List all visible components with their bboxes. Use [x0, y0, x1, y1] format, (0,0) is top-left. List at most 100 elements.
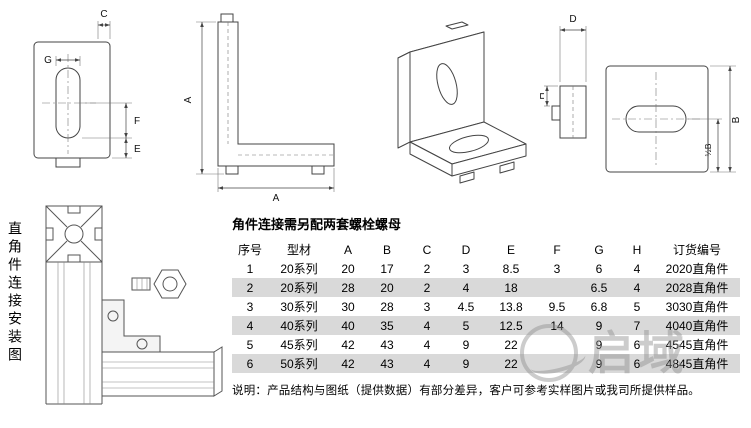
column-header: G [594, 242, 604, 257]
dim-label-h: H [540, 92, 547, 99]
table-cell: 9.5 [548, 299, 566, 314]
installation-caption: 直角件连接安装图 [7, 221, 23, 365]
dim-label-b: B [731, 116, 742, 123]
column-header: C [422, 242, 432, 257]
table-cell: 3 [553, 261, 561, 276]
table-cell: 5 [462, 318, 470, 333]
column-header: 型材 [286, 243, 311, 257]
table-cell: 17 [380, 261, 394, 276]
table-cell: 9 [462, 337, 470, 352]
column-header: H [632, 242, 642, 257]
table-cell: 2 [423, 280, 431, 295]
table-cell: 20系列 [280, 281, 318, 295]
table-cell: 45系列 [280, 338, 318, 352]
column-header: E [506, 242, 515, 257]
dim-label-half-b: ½B [703, 143, 713, 156]
table-cell [536, 354, 578, 373]
side-view-drawing: A A [183, 13, 335, 204]
table-cell: 2020直角件 [665, 262, 729, 276]
front-view-drawing: C G F E [33, 9, 141, 168]
table-cell: 5 [633, 299, 641, 314]
table-cell: 14 [550, 318, 564, 333]
spec-title: 角件连接需另配两套螺栓螺母 [232, 217, 402, 232]
table-cell: 9 [595, 337, 603, 352]
table-cell: 9 [595, 356, 603, 371]
table-cell [536, 278, 578, 297]
table-cell: 3030直角件 [665, 300, 729, 314]
table-cell: 7 [633, 318, 641, 333]
table-cell: 4545直角件 [665, 338, 729, 352]
table-cell: 42 [341, 356, 355, 371]
table-cell: 50系列 [280, 357, 318, 371]
spec-note: 说明：产品结构与图纸（提供数据）有部分差异，客户可参考实样图片或我司所提供样品。 [232, 385, 700, 397]
table-cell: 12.5 [499, 318, 523, 333]
table-cell: 4 [462, 280, 470, 295]
table-cell: 4845直角件 [665, 357, 729, 371]
table-cell: 4 [423, 356, 431, 371]
dim-label-e: E [134, 144, 141, 155]
table-cell [536, 335, 578, 354]
table-cell: 2 [246, 280, 254, 295]
table-cell: 4 [246, 318, 254, 333]
end-view-drawing: D H B ½B [540, 14, 742, 173]
table-row: 3 30系列 30 28 3 4.5 13.8 9.5 6.8 5 3030直角件 [232, 297, 740, 316]
dim-label-d: D [569, 14, 576, 25]
table-cell: 9 [462, 356, 470, 371]
table-cell: 13.8 [499, 299, 523, 314]
table-cell: 6 [595, 261, 603, 276]
column-header: B [382, 242, 391, 257]
table-cell: 18 [504, 280, 518, 295]
table-cell: 4040直角件 [665, 319, 729, 333]
table-cell: 43 [380, 337, 394, 352]
dim-label-a-bottom: A [273, 193, 280, 204]
table-cell: 20 [380, 280, 394, 295]
column-header: 订货编号 [672, 243, 721, 257]
table-cell: 6 [633, 356, 641, 371]
column-header: 序号 [237, 243, 262, 257]
table-cell: 3 [423, 299, 431, 314]
table-cell: 42 [341, 337, 355, 352]
table-row: 4 40系列 40 35 4 5 12.5 14 9 7 4040直角件 [232, 316, 740, 335]
table-row: 6 50系列 42 43 4 9 22 9 6 4845直角件 [232, 354, 740, 373]
table-cell: 3 [246, 299, 254, 314]
table-cell: 6.5 [590, 280, 608, 295]
table-cell: 35 [380, 318, 394, 333]
dim-label-a-left: A [183, 96, 194, 103]
installation-drawing [45, 205, 223, 405]
table-cell: 2 [423, 261, 431, 276]
table-cell: 8.5 [502, 261, 520, 276]
column-header: D [461, 242, 471, 257]
table-cell: 4.5 [457, 299, 475, 314]
column-header: F [553, 242, 561, 257]
table-cell: 3 [462, 261, 470, 276]
table-cell: 2028直角件 [665, 281, 729, 295]
dim-label-g: G [44, 55, 52, 66]
table-cell: 20 [341, 261, 355, 276]
table-cell: 4 [633, 261, 641, 276]
table-cell: 5 [246, 337, 254, 352]
table-cell: 22 [504, 356, 518, 371]
table-cell: 40系列 [280, 319, 318, 333]
table-cell: 28 [380, 299, 394, 314]
isometric-view-drawing [397, 21, 527, 184]
table-cell: 4 [633, 280, 641, 295]
table-cell: 43 [380, 356, 394, 371]
table-cell: 30 [341, 299, 355, 314]
table-cell: 6 [246, 356, 254, 371]
table-cell: 30系列 [280, 300, 318, 314]
table-cell: 22 [504, 337, 518, 352]
table-cell: 40 [341, 318, 355, 333]
table-cell: 6.8 [590, 299, 608, 314]
dim-label-f: F [134, 116, 140, 127]
table-cell: 6 [633, 337, 641, 352]
table-cell: 28 [341, 280, 355, 295]
table-cell: 4 [423, 318, 431, 333]
table-cell: 9 [595, 318, 603, 333]
